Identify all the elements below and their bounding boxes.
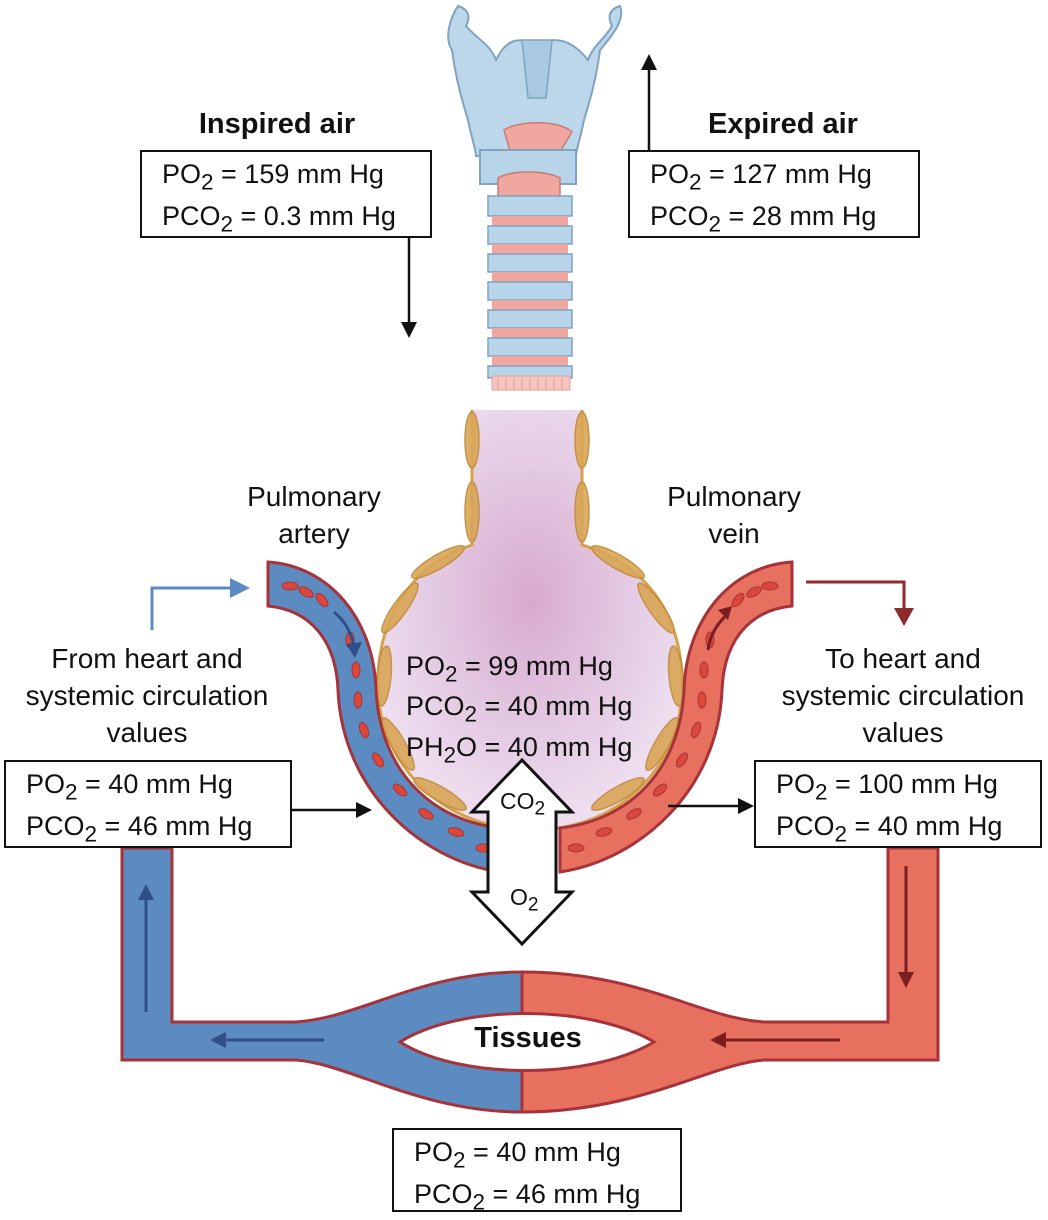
from-heart-pco2: PCO2 = 46 mm Hg [26,811,253,847]
tissues-bed [397,1012,657,1072]
expired-po2: PO2 = 127 mm Hg [650,159,872,195]
alveolus-ph2o: PH2O = 40 mm Hg [406,731,633,768]
gas-exchange-arrow [468,757,576,947]
pulmonary-capillary [266,560,794,874]
alveolar-wall-cells [375,411,685,811]
from-heart-box: PO2 = 40 mm Hg PCO2 = 46 mm Hg [4,760,292,848]
tissues-pco2: PCO2 = 46 mm Hg [414,1179,641,1215]
tracheal-rings [487,195,573,391]
inspired-arrow-head [401,322,417,338]
expired-pco2: PCO2 = 28 mm Hg [650,201,877,237]
inspired-air-title: Inspired air [198,108,356,140]
alveolus-po2: PO2 = 99 mm Hg [406,651,613,687]
from-heart-po2: PO2 = 40 mm Hg [26,769,233,805]
expired-arrow-head [641,54,657,70]
to-heart-pco2: PCO2 = 40 mm Hg [776,811,1003,847]
alveolus [375,410,685,832]
tissues-label: Tissues [474,1022,582,1054]
inspired-air-box: PO2 = 159 mm Hg PCO2 = 0.3 mm Hg [140,150,432,238]
to-heart-po2: PO2 = 100 mm Hg [776,769,998,805]
co2-label: CO2 [500,788,546,820]
tissues-box: PO2 = 40 mm Hg PCO2 = 46 mm Hg [392,1128,682,1215]
inspired-pco2: PCO2 = 0.3 mm Hg [162,201,396,237]
o2-label: O2 [510,884,539,916]
systemic-circulation [120,846,940,1114]
alveolus-pco2: PCO2 = 40 mm Hg [406,691,633,727]
from-heart-arrow [150,586,236,630]
red-blood-cells [281,581,779,853]
to-heart-arrow [806,580,906,614]
trachea-illustration [447,4,623,391]
expired-air-box: PO2 = 127 mm Hg PCO2 = 28 mm Hg [628,150,920,238]
alveolus-values: PO2 = 99 mm Hg PCO2 = 40 mm Hg PH2O = 40… [406,650,632,771]
to-heart-box: PO2 = 100 mm Hg PCO2 = 40 mm Hg [754,760,1042,848]
expired-air-title: Expired air [708,108,858,140]
tissues-po2: PO2 = 40 mm Hg [414,1137,621,1173]
inspired-po2: PO2 = 159 mm Hg [162,159,384,195]
